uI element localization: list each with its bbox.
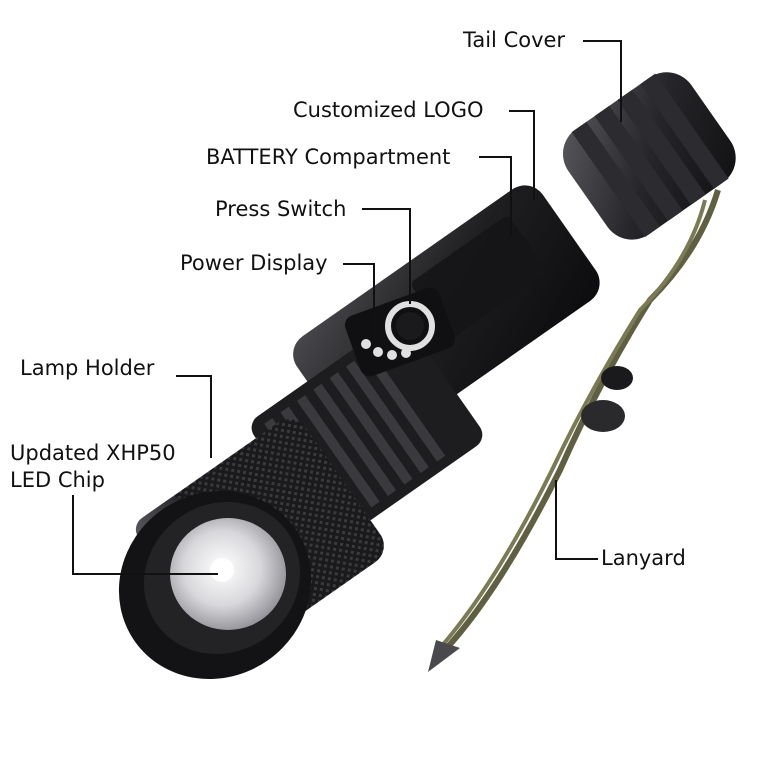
label-battery-compartment: BATTERY Compartment (206, 145, 451, 169)
label-tail-cover: Tail Cover (463, 28, 566, 52)
battery-indicator-dots (361, 339, 411, 360)
label-power-display: Power Display (180, 251, 328, 275)
leader-lines (72, 40, 622, 575)
label-lanyard: Lanyard (601, 546, 686, 570)
label-led-chip-line1: Updated XHP50 (10, 441, 176, 465)
leader-press-switch (362, 208, 411, 304)
label-led-chip: Updated XHP50 LED Chip (10, 440, 176, 494)
label-led-chip-line2: LED Chip (10, 468, 105, 492)
flashlight-illustration (118, 72, 736, 680)
label-customized-logo: Customized LOGO (293, 98, 484, 122)
bezel (118, 490, 312, 680)
leader-lamp-holder (176, 375, 212, 458)
leader-battery-compartment (479, 156, 512, 235)
label-lamp-holder: Lamp Holder (20, 356, 155, 380)
leader-power-display (343, 263, 375, 342)
switch-panel (344, 287, 456, 377)
lanyard-cord (428, 189, 721, 672)
label-press-switch: Press Switch (215, 197, 347, 221)
leader-led-chip (72, 495, 218, 575)
leader-customized-logo (509, 110, 535, 200)
leader-lanyard (555, 480, 598, 560)
leader-tail-cover (583, 40, 622, 122)
tail-cover-part (562, 72, 736, 240)
